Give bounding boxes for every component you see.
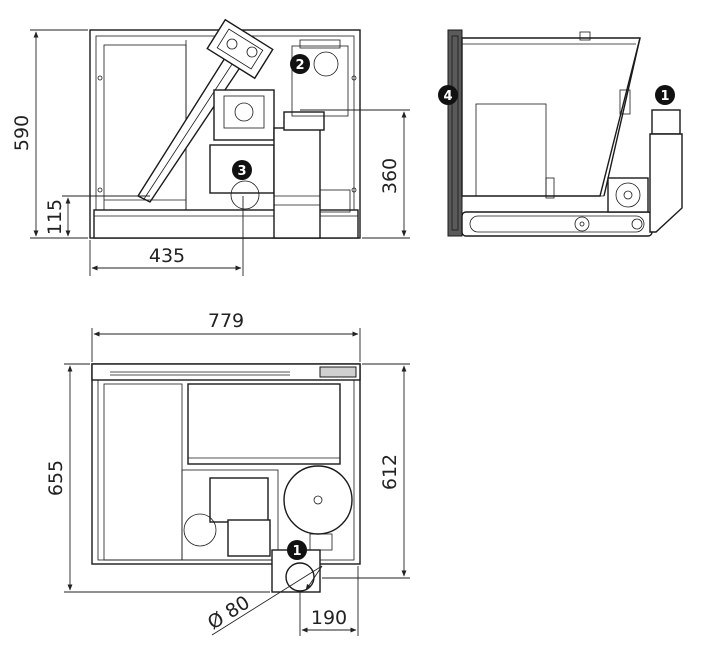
svg-text:3: 3 [237,164,246,179]
dim-top-depth-overall: 655 [45,460,67,496]
dim-front-flue-offset: 435 [149,245,185,267]
side-view: 4 1 [438,29,683,237]
svg-text:1: 1 [292,544,301,559]
svg-text:2: 2 [295,58,304,73]
dim-top-depth-body: 612 [379,454,401,490]
top-view: 779 655 612 Ø 80 190 1 [45,310,410,636]
callout-4: 4 [438,85,458,105]
dim-front-height: 590 [11,115,33,151]
dim-flue-diameter: Ø 80 [204,592,254,635]
svg-text:1: 1 [660,89,669,104]
dim-flue-distance: 190 [311,607,347,629]
dim-front-inlet-height: 115 [44,199,66,235]
svg-text:4: 4 [443,89,452,104]
dim-top-width: 779 [208,310,244,332]
dim-front-flue-height: 360 [379,158,401,194]
callout-3: 3 [232,160,252,180]
callout-1-top: 1 [287,540,307,560]
callout-2: 2 [290,54,310,74]
callout-1-side: 1 [655,85,675,105]
front-view: 590 115 360 435 2 3 [11,18,410,276]
